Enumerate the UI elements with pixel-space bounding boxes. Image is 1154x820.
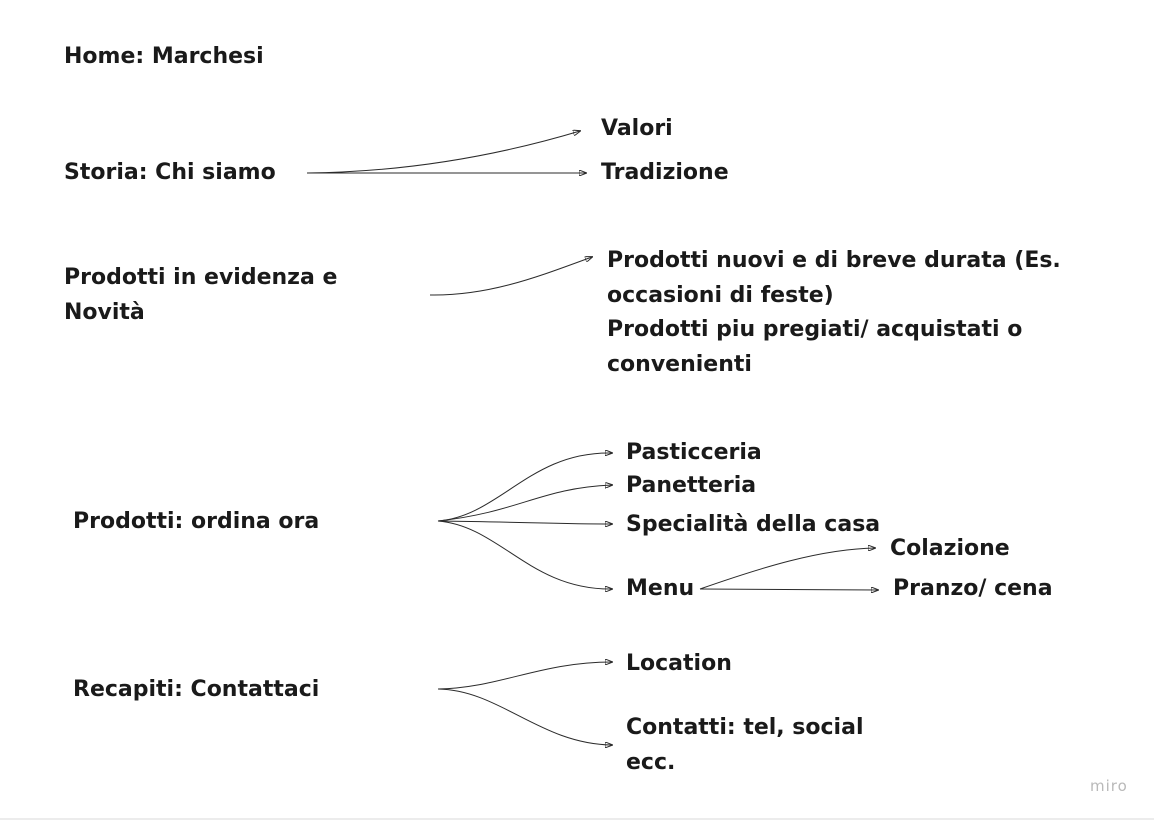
node-prodotti-nuovi: Prodotti nuovi e di breve durata (Es. oc… [607, 248, 1061, 308]
node-home: Home: Marchesi [64, 44, 264, 69]
connector-prodotti-specialita [437, 520, 612, 524]
node-evidenza: Prodotti in evidenza e Novità [64, 265, 338, 325]
bottom-divider [0, 818, 1154, 820]
node-panetteria: Panetteria [626, 473, 757, 498]
connector-evidenza-nuovi [429, 257, 592, 296]
miro-watermark: miro [1090, 777, 1128, 795]
node-prodotti-pregiati: Prodotti piu pregiati/ acquistati o conv… [607, 317, 1023, 377]
connector-prodotti-panetteria [437, 485, 612, 522]
node-storia: Storia: Chi siamo [64, 160, 276, 185]
connector-recapiti-contatti [437, 688, 612, 745]
connector-storia-valori [306, 131, 580, 174]
node-tradizione: Tradizione [601, 160, 729, 185]
node-colazione: Colazione [890, 536, 1010, 561]
node-menu: Menu [626, 576, 695, 601]
node-location: Location [626, 651, 732, 676]
node-valori: Valori [601, 116, 673, 141]
connector-menu-pranzo [699, 589, 878, 590]
node-pasticceria: Pasticceria [626, 440, 762, 465]
node-specialita: Specialità della casa [626, 512, 881, 537]
node-prodotti: Prodotti: ordina ora [73, 509, 320, 534]
node-contatti: Contatti: tel, social ecc. [626, 715, 864, 775]
connector-prodotti-menu [437, 520, 612, 589]
node-recapiti: Recapiti: Contattaci [73, 677, 320, 702]
connector-menu-colazione [699, 548, 875, 590]
connector-prodotti-pasticceria [437, 453, 612, 522]
node-pranzo-cena: Pranzo/ cena [893, 576, 1053, 601]
connector-recapiti-location [437, 662, 612, 690]
